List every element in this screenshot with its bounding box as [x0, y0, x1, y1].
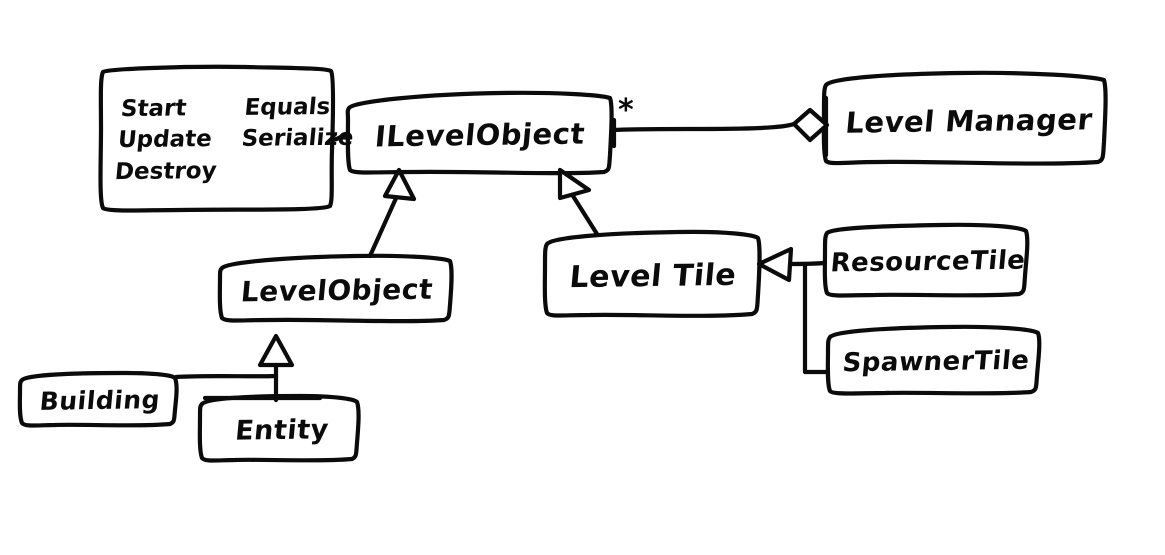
method-start: Start [119, 95, 188, 123]
method-equals: Equals [243, 94, 332, 122]
leveltile-realization-line [570, 193, 600, 237]
method-serialize: Serialize [240, 125, 355, 153]
spawnertile-elbow [802, 261, 831, 375]
method-destroy: Destroy [113, 157, 218, 185]
methods-box-text: Start Equals Update Serialize Destroy [112, 79, 355, 201]
levelobject-box-outline [217, 253, 454, 324]
tiles-inheritance-line [789, 260, 828, 267]
entity-box-outline [197, 393, 361, 463]
levelmanager-box-outline [821, 70, 1108, 166]
levelobject-realization-triangle [382, 167, 417, 202]
building-box-outline [17, 370, 179, 428]
spawnertile-box-outline [825, 324, 1042, 396]
method-update: Update [116, 126, 213, 154]
methods-box-outline [98, 64, 336, 213]
ilevelobject-box-outline [345, 90, 614, 176]
resourcetile-box-outline [822, 222, 1030, 298]
levelobject-realization-line [367, 193, 400, 259]
aggregation-line [609, 121, 797, 133]
leveltile-box-outline [542, 229, 762, 318]
multiplicity-star-label: * [618, 93, 634, 128]
leveltile-inheritance-triangle [756, 246, 794, 283]
methods-to-ilevelobject-connector [329, 131, 351, 143]
levelobject-inheritance-triangle [257, 333, 295, 368]
building-entity-join [173, 373, 279, 380]
leveltile-realization-triangle [557, 167, 592, 201]
